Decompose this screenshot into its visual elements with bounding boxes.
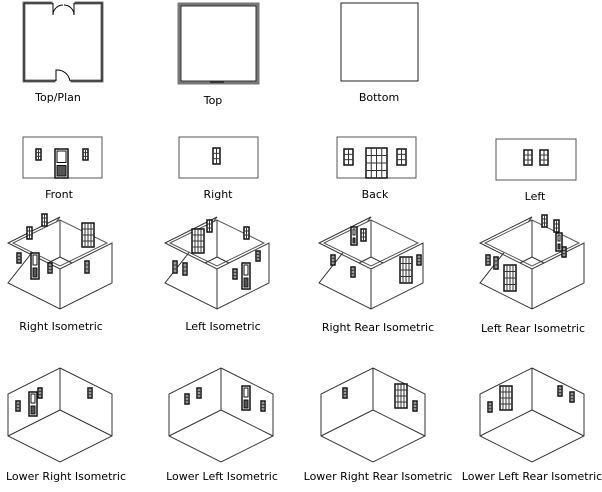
label-right: Right [203,188,233,201]
left-isometric-drawing [163,216,270,310]
label-lower-left-isometric: Lower Left Isometric [166,470,278,483]
back-drawing [336,136,417,179]
right-isometric-drawing [6,213,113,310]
left-rear-isometric-drawing [478,214,585,310]
label-top: Top [203,94,223,107]
label-lower-right-isometric: Lower Right Isometric [5,470,127,483]
bottom-drawing [340,2,419,82]
label-top-plan: Top/Plan [35,91,81,104]
label-lower-left-rear-isometric: Lower Left Rear Isometric [461,470,602,483]
label-right-isometric: Right Isometric [19,320,103,333]
label-left-isometric: Left Isometric [185,320,261,333]
top-drawing [177,2,260,85]
lower-left-isometric-drawing [168,367,274,463]
front-drawing [22,136,103,179]
lower-right-isometric-drawing [7,367,113,463]
right-rear-isometric-drawing [317,216,424,310]
label-left-rear-isometric: Left Rear Isometric [481,322,585,335]
lower-left-rear-isometric-drawing [479,367,585,463]
label-left: Left [524,190,546,203]
right-drawing [178,136,259,179]
label-right-rear-isometric: Right Rear Isometric [321,321,435,334]
top-plan-drawing [22,0,104,84]
left-drawing [495,138,577,181]
lower-right-rear-isometric-drawing [320,367,426,463]
label-back: Back [361,188,389,201]
label-front: Front [45,188,73,201]
label-bottom: Bottom [358,91,400,104]
label-lower-right-rear-isometric: Lower Right Rear Isometric [303,470,453,483]
